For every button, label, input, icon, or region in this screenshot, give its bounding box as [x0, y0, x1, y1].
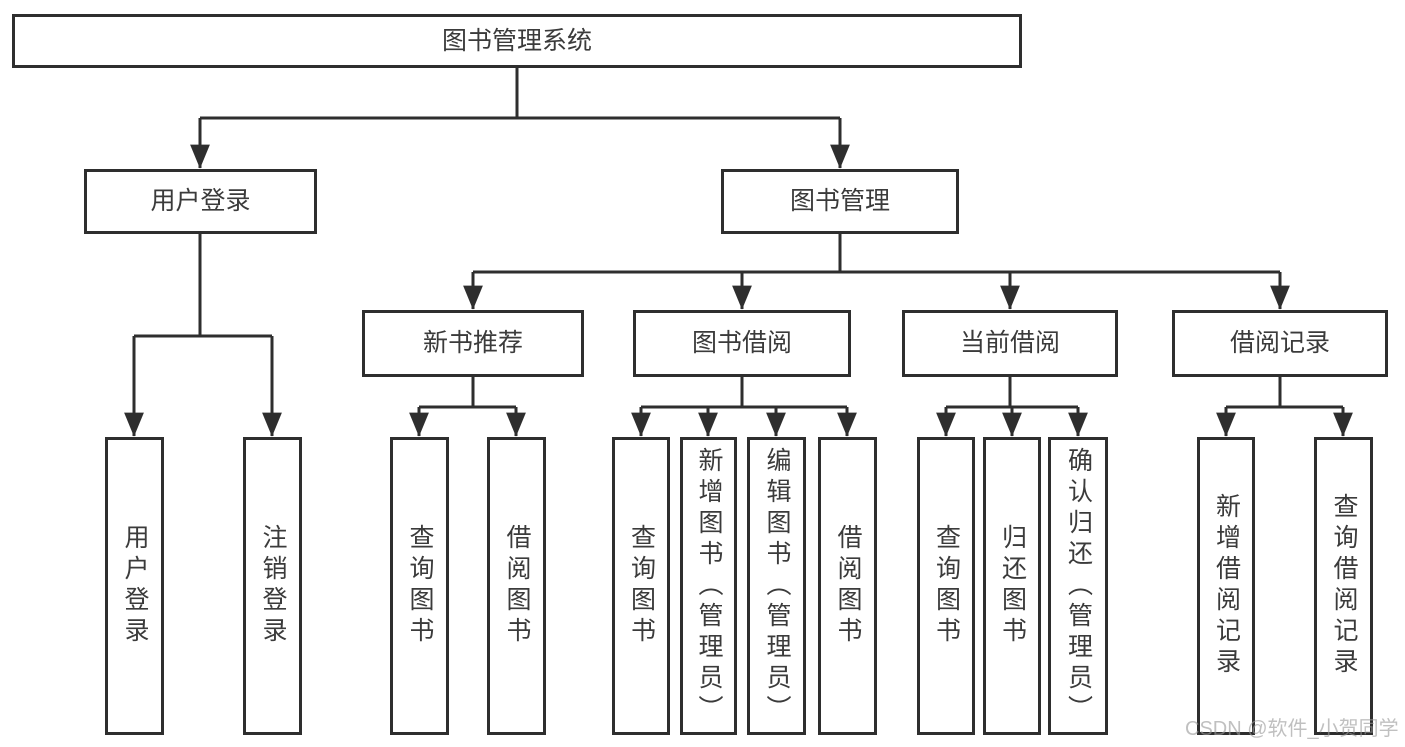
node-borrowing-records: 借阅记录 — [1172, 310, 1388, 377]
node-book-borrowing: 图书借阅 — [633, 310, 851, 377]
leaf-borrowing-query-books: 查询图书 — [612, 437, 670, 735]
node-new-book-recommend: 新书推荐 — [362, 310, 584, 377]
leaf-borrowing-query-books-label: 查询图书 — [627, 524, 656, 648]
leaf-current-return-books: 归还图书 — [983, 437, 1041, 735]
leaf-borrowing-borrow-books: 借阅图书 — [818, 437, 877, 735]
leaf-logout-login-label: 注销登录 — [259, 524, 287, 648]
leaf-current-query-books: 查询图书 — [917, 437, 975, 735]
node-user-login: 用户登录 — [84, 169, 317, 234]
leaf-current-confirm-return-admin: 确认归还（管理员） — [1048, 437, 1108, 735]
leaf-borrowing-edit-books-admin: 编辑图书（管理员） — [747, 437, 806, 735]
node-book-borrowing-label: 图书借阅 — [691, 329, 792, 357]
leaf-records-add-record-label: 新增借阅记录 — [1212, 493, 1241, 679]
node-book-management: 图书管理 — [721, 169, 959, 234]
leaf-current-return-books-label: 归还图书 — [998, 524, 1027, 648]
node-current-borrowing: 当前借阅 — [902, 310, 1118, 377]
leaf-borrowing-add-books-admin-label: 新增图书（管理员） — [695, 446, 723, 726]
leaf-newbook-query-books-label: 查询图书 — [406, 524, 434, 648]
node-library-system-label: 图书管理系统 — [441, 26, 592, 55]
leaf-newbook-borrow-books-label: 借阅图书 — [503, 524, 531, 648]
leaf-records-query-record-label: 查询借阅记录 — [1330, 493, 1358, 679]
node-new-book-recommend-label: 新书推荐 — [422, 329, 523, 357]
leaf-records-query-record: 查询借阅记录 — [1314, 437, 1373, 735]
node-book-management-label: 图书管理 — [789, 187, 890, 215]
leaf-newbook-query-books: 查询图书 — [390, 437, 449, 735]
leaf-logout-login: 注销登录 — [243, 437, 302, 735]
leaf-current-query-books-label: 查询图书 — [932, 524, 961, 648]
node-borrowing-records-label: 借阅记录 — [1229, 329, 1330, 357]
leaf-user-login: 用户登录 — [105, 437, 164, 735]
leaf-borrowing-borrow-books-label: 借阅图书 — [834, 524, 862, 648]
leaf-borrowing-add-books-admin: 新增图书（管理员） — [680, 437, 737, 735]
node-user-login-label: 用户登录 — [150, 187, 251, 215]
node-current-borrowing-label: 当前借阅 — [959, 329, 1060, 357]
leaf-borrowing-edit-books-admin-label: 编辑图书（管理员） — [763, 446, 791, 726]
node-library-system: 图书管理系统 — [12, 14, 1022, 68]
leaf-newbook-borrow-books: 借阅图书 — [487, 437, 546, 735]
leaf-records-add-record: 新增借阅记录 — [1197, 437, 1255, 735]
leaf-user-login-label: 用户登录 — [121, 524, 149, 648]
leaf-current-confirm-return-admin-label: 确认归还（管理员） — [1064, 446, 1093, 726]
csdn-watermark: CSDN @软件_小贺同学 — [1185, 718, 1399, 740]
